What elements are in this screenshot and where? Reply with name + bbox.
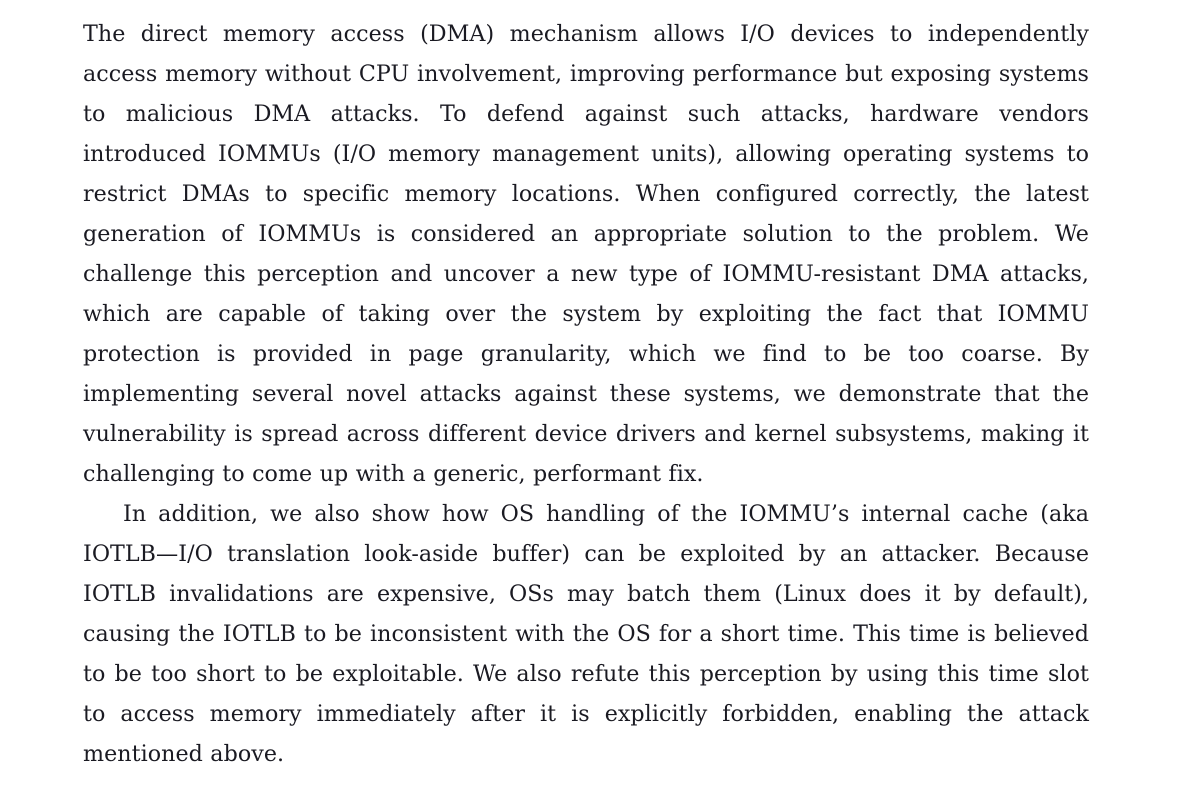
text-column: The direct memory access (DMA) mechanism…	[83, 14, 1089, 774]
paragraph-1: The direct memory access (DMA) mechanism…	[83, 21, 1089, 487]
paragraph-2: In addition, we also show how OS handlin…	[83, 501, 1089, 767]
